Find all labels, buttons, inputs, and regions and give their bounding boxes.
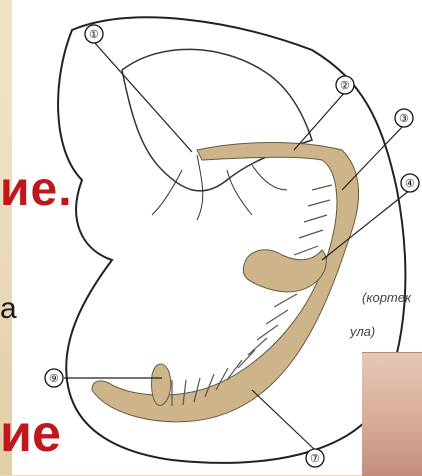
- branch-lines: [152, 155, 287, 220]
- callout-4: ④: [405, 178, 415, 190]
- heading-fragment-top: ие.: [0, 162, 73, 217]
- callout-7: ⑦: [310, 453, 320, 465]
- cortex-band: [92, 143, 359, 422]
- body-text-fragment: а: [0, 292, 17, 326]
- callout-3: ③: [399, 113, 409, 125]
- heading-fragment-bottom: ие: [0, 404, 61, 464]
- inner-lobe-outline: [122, 49, 312, 191]
- thymus-lobule-diagram: ① ② ③ ④ ⑨ ⑦: [12, 0, 422, 475]
- medulla-label: ула): [350, 324, 375, 339]
- cortex-label: (кортек: [362, 290, 411, 305]
- callout-9: ⑨: [49, 373, 59, 385]
- callout-2: ②: [340, 80, 350, 92]
- callout-1: ①: [89, 29, 99, 41]
- small-lobe: [243, 250, 326, 292]
- tissue-micrograph-inset: [362, 352, 422, 476]
